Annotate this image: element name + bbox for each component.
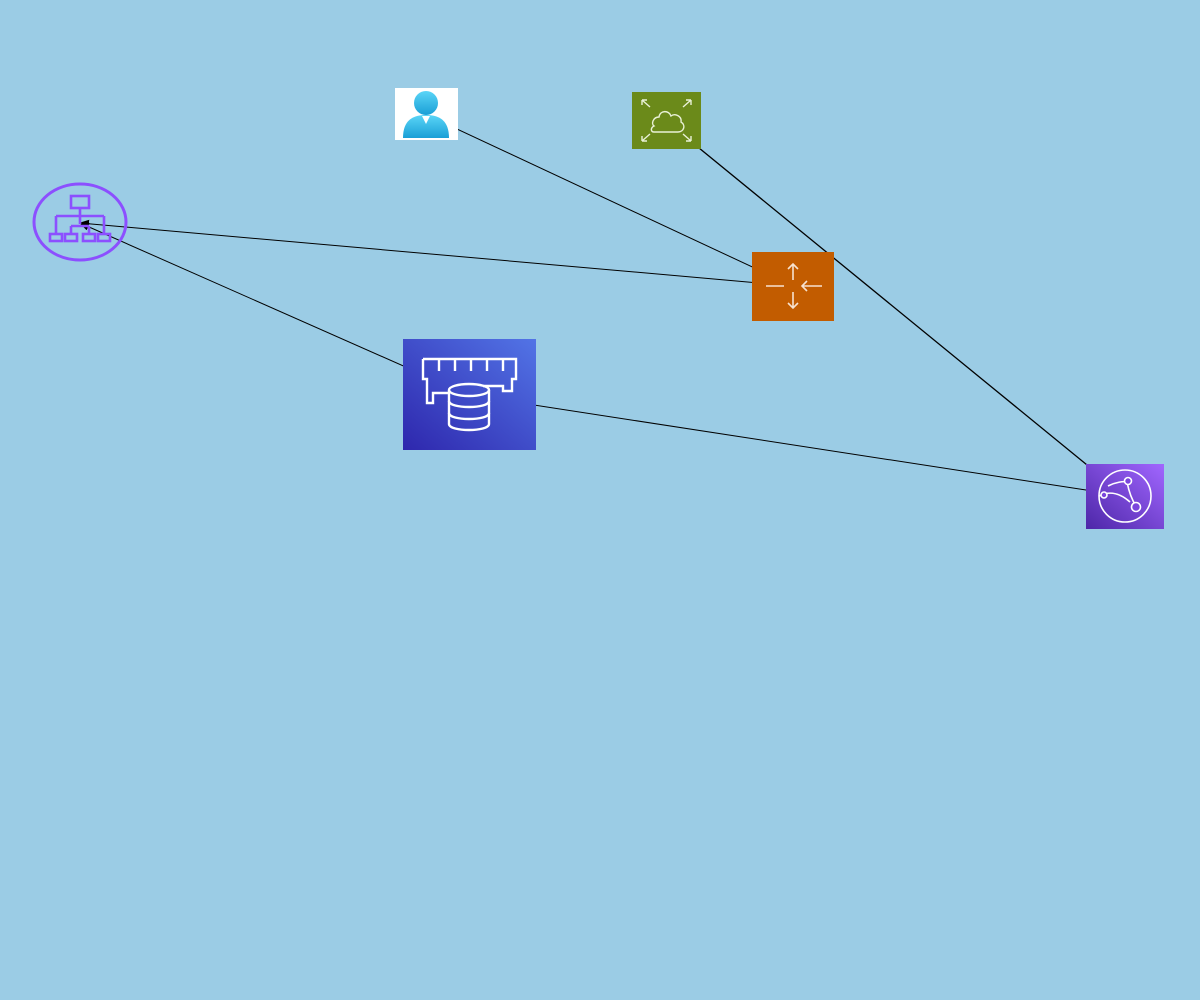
edge-globe-memdb[interactable] [468,392,1126,499]
memory-database-icon [403,339,536,450]
router-node[interactable] [752,252,834,321]
globe-node[interactable] [1086,464,1164,529]
globe-nodes-icon [1086,464,1164,529]
network-hierarchy-node[interactable] [32,182,128,262]
user-node[interactable] [395,88,458,140]
network-hierarchy-icon [32,182,128,262]
edge-router-hierarchy[interactable] [79,219,794,290]
cloud-node[interactable] [632,92,701,149]
cloud-expand-icon [632,92,701,149]
memory-database-node[interactable] [403,339,536,450]
user-icon [403,91,449,138]
edge-cloud-globe[interactable] [665,120,1126,497]
router-arrows-icon [752,252,834,321]
edge-router-user[interactable] [426,114,794,287]
